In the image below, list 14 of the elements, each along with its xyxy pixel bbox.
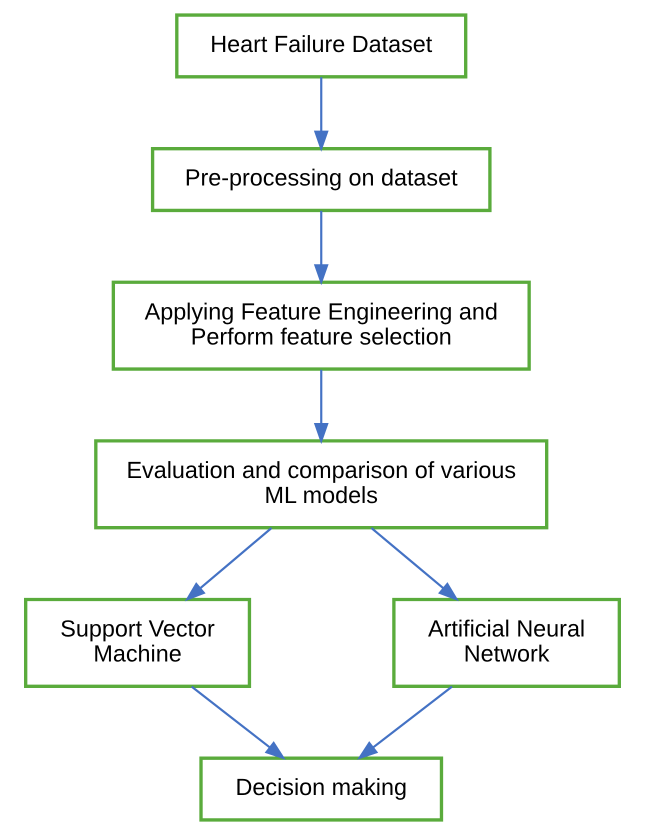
arrow xyxy=(370,527,459,602)
arrow xyxy=(314,77,329,152)
node-box: Decision making xyxy=(199,756,444,822)
node-box: Artificial Neural Network xyxy=(392,598,621,688)
arrow xyxy=(191,686,286,760)
node-box: Pre-processing on dataset xyxy=(150,146,492,212)
arrow xyxy=(184,527,272,602)
arrow xyxy=(314,210,329,286)
node-box: Applying Feature Engineering and Perform feature selection xyxy=(112,280,531,371)
node-box: Heart Failure Dataset xyxy=(175,13,468,79)
node-box: Evaluation and comparison of various ML models xyxy=(94,439,548,530)
arrow xyxy=(314,370,329,444)
node-box: Support Vector Machine xyxy=(24,598,252,688)
arrow xyxy=(357,686,453,760)
